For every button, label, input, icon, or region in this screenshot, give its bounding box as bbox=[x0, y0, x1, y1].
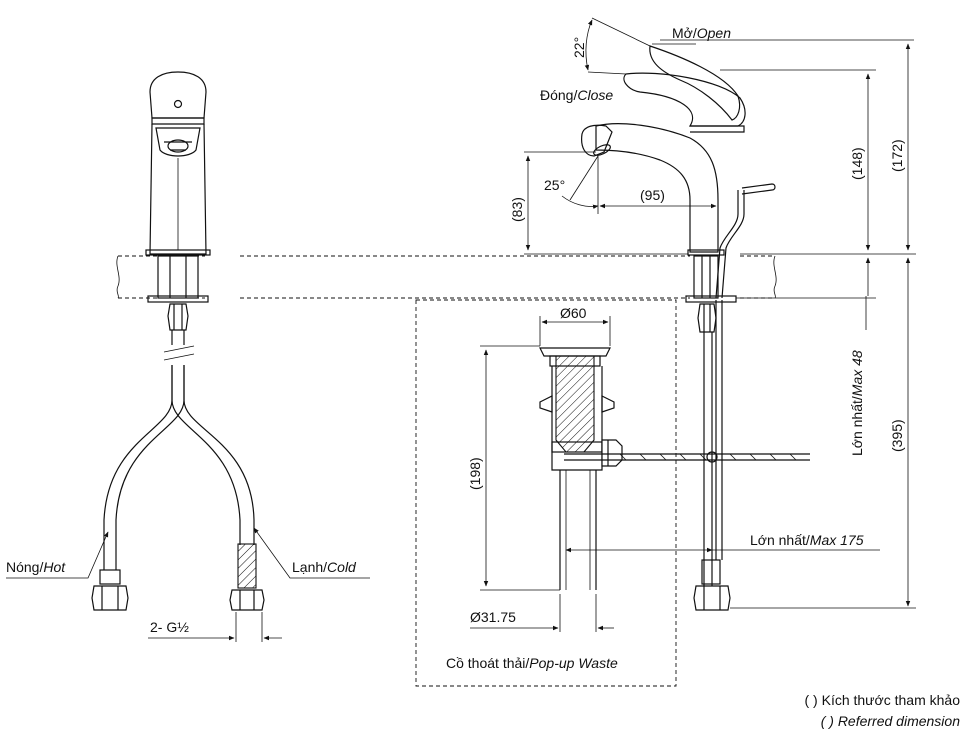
close-label: Đóng/Close bbox=[540, 87, 613, 103]
svg-text:(172): (172) bbox=[889, 139, 905, 172]
thread-label: 2- G½ bbox=[150, 619, 189, 635]
reference-note-en: ( ) Referred dimension bbox=[820, 713, 960, 729]
svg-text:25°: 25° bbox=[544, 177, 565, 193]
svg-text:(395): (395) bbox=[889, 419, 905, 452]
faucet-front-view bbox=[91, 71, 265, 611]
open-angle-dimension: 22° Mở/Open Đóng/Close bbox=[540, 17, 731, 103]
svg-text:(83): (83) bbox=[509, 197, 525, 222]
height-dimensions: (148) (172) Lớn nhất/Max 48 (395) bbox=[660, 39, 916, 609]
max48-label: Lớn nhất/Max 48 bbox=[849, 350, 865, 456]
spout-dimensions: (83) 25° (95) bbox=[509, 151, 717, 255]
pop-up-waste-detail: Ø60 (198) Ø31.75 Cồ thoát thải/Pop-up Wa… bbox=[415, 299, 810, 687]
open-angle-label: 22° bbox=[571, 37, 587, 58]
open-label: Mở/Open bbox=[672, 25, 731, 41]
thread-dimension: 2- G½ bbox=[148, 612, 282, 642]
svg-text:(148): (148) bbox=[849, 147, 865, 180]
svg-text:Lạnh/Cold: Lạnh/Cold bbox=[292, 559, 357, 575]
svg-text:(198): (198) bbox=[467, 457, 483, 490]
waste-caption: Cồ thoát thải/Pop-up Waste bbox=[446, 655, 618, 671]
max175-label: Lớn nhất/Max 175 bbox=[750, 532, 864, 548]
hot-callout: Nóng/Hot bbox=[6, 531, 109, 579]
svg-text:Ø60: Ø60 bbox=[560, 305, 587, 321]
reference-note-vi: ( ) Kích thước tham khảo bbox=[804, 692, 961, 708]
svg-text:Nóng/Hot: Nóng/Hot bbox=[6, 559, 66, 575]
countertop bbox=[116, 255, 777, 299]
faucet-side-view bbox=[581, 45, 776, 611]
cold-callout: Lạnh/Cold bbox=[253, 527, 370, 579]
svg-text:(95): (95) bbox=[640, 187, 665, 203]
max175-dimension: Lớn nhất/Max 175 bbox=[565, 532, 880, 553]
svg-text:Ø31.75: Ø31.75 bbox=[470, 609, 516, 625]
